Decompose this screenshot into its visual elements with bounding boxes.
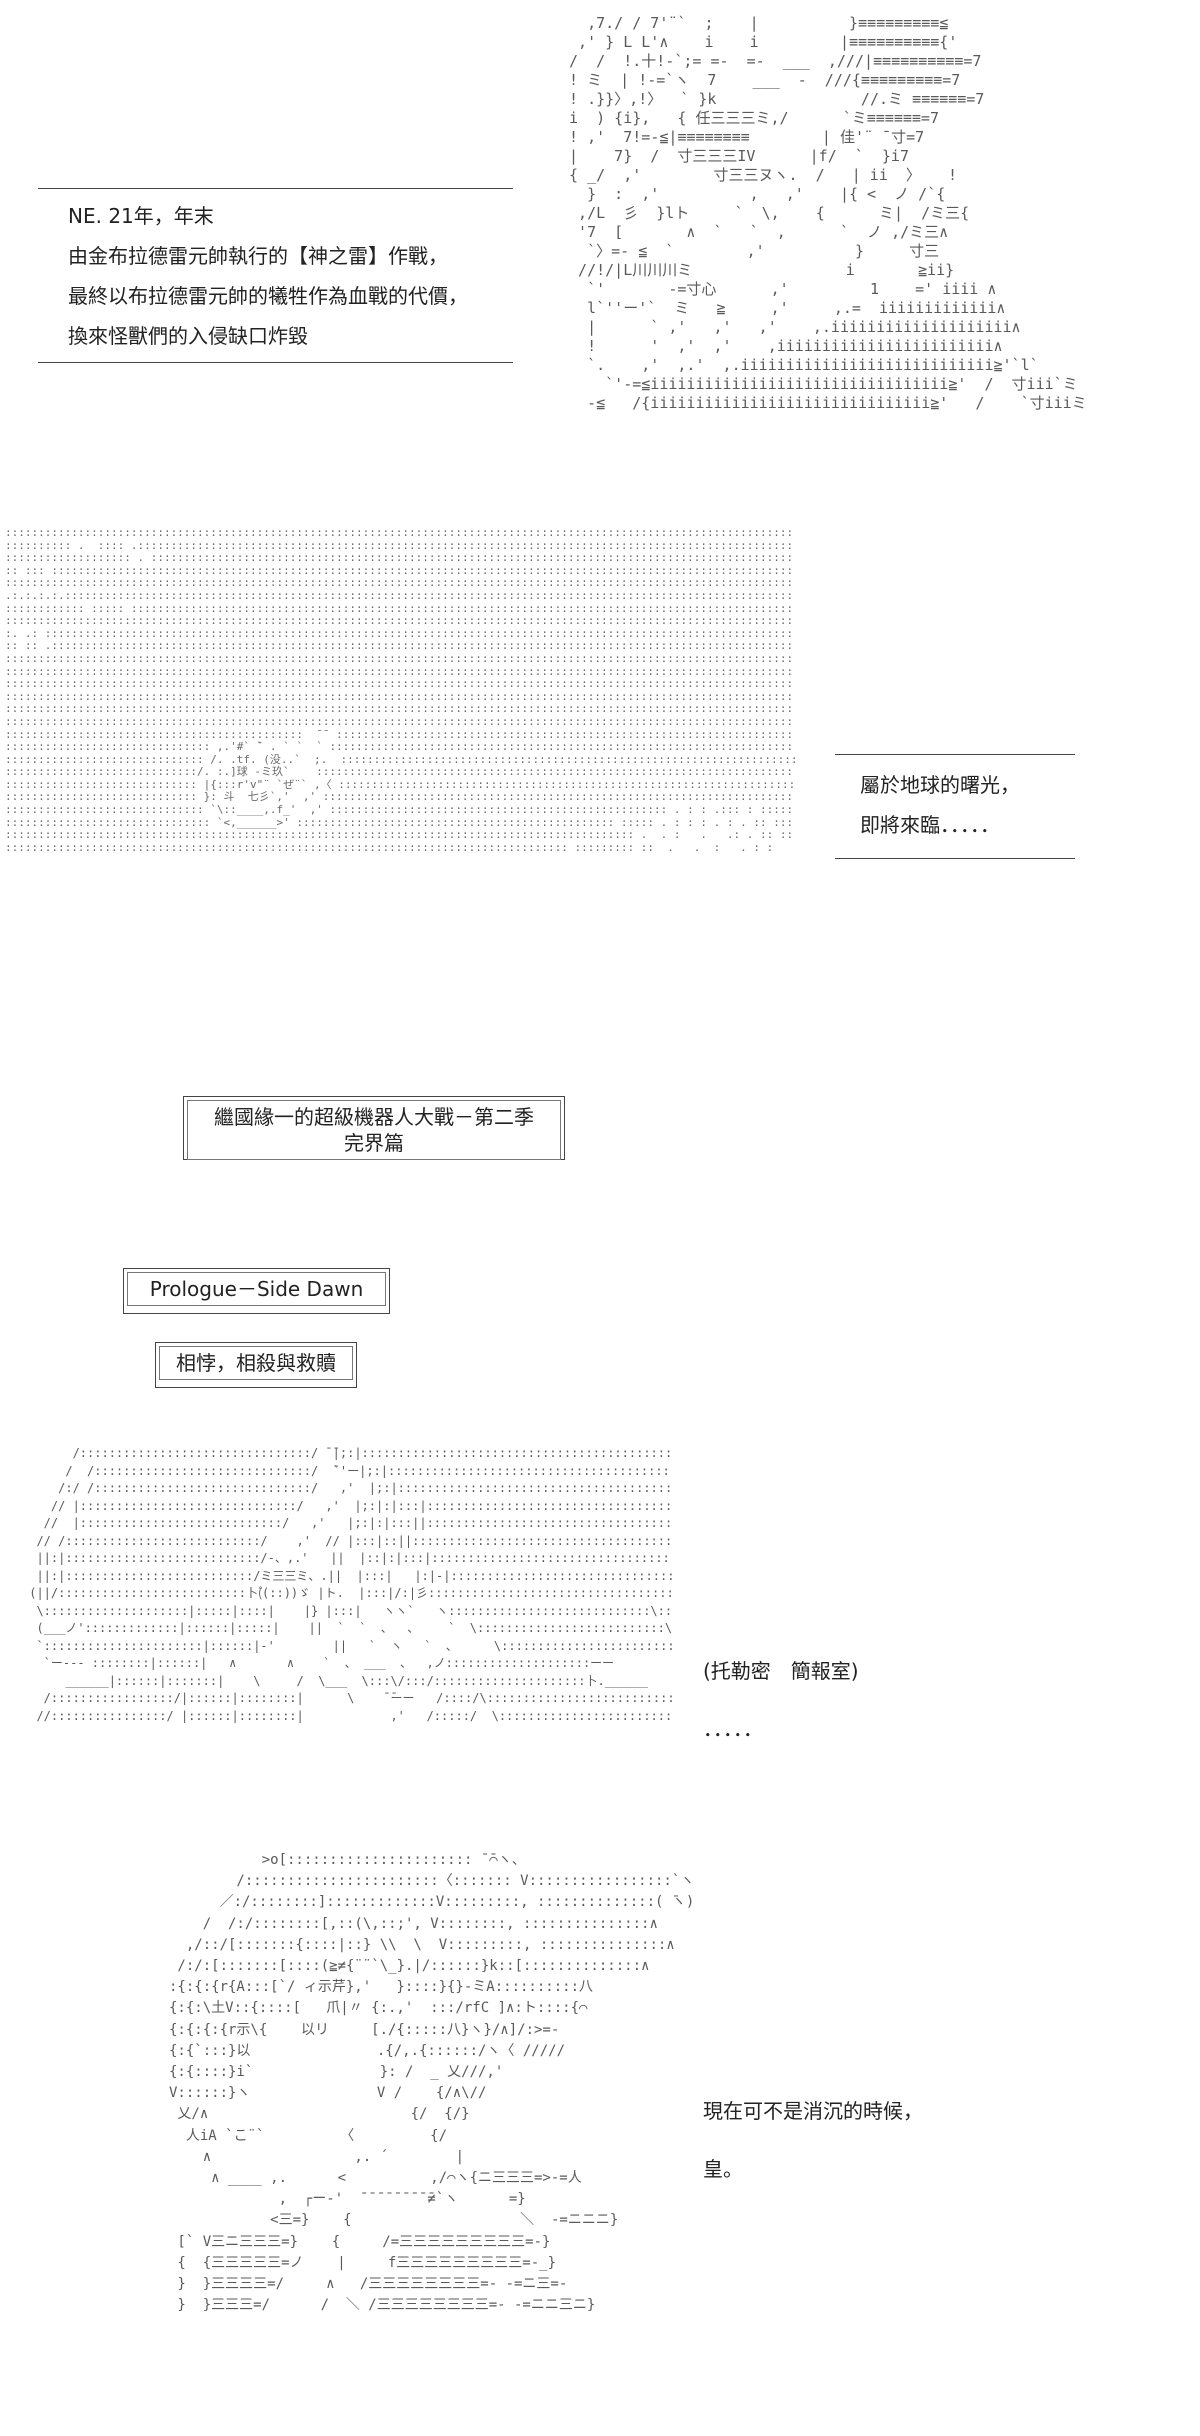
chapter-title-box: Prologue－Side Dawn bbox=[123, 1268, 390, 1314]
earth-caption-bottom-rule bbox=[835, 858, 1075, 859]
intro-caption-bottom-rule bbox=[38, 362, 513, 363]
series-title: 繼國緣一的超級機器人大戰－第二季 bbox=[214, 1105, 534, 1129]
earth-caption-line: 即將來臨．．．．． bbox=[860, 813, 1000, 837]
earth-caption: 屬於地球的曙光， 即將來臨．．．．． bbox=[860, 765, 1090, 845]
character-ascii-art: >o[:::::::::::::::::::::: ̄ ̄⌒ヽ、 /::::::… bbox=[169, 1852, 695, 2314]
earth-caption-top-rule bbox=[835, 754, 1075, 755]
intro-caption-top-rule bbox=[38, 188, 513, 189]
location-caption: (托勒密 簡報室) ．．．．． bbox=[703, 1642, 1003, 1758]
intro-caption-line: 由金布拉德雷元帥執行的【神之雷】作戰， bbox=[68, 244, 448, 268]
intro-caption: NE. 21年，年末 由金布拉德雷元帥執行的【神之雷】作戰， 最終以布拉德雷元帥… bbox=[68, 196, 538, 356]
dialogue-caption-line: 現在可不是消沉的時候， bbox=[703, 2099, 923, 2123]
episode-subtitle-box: 相悖，相殺與救贖 bbox=[155, 1342, 357, 1388]
intro-caption-line: 最終以布拉德雷元帥的犧牲作為血戰的代價， bbox=[68, 284, 468, 308]
episode-subtitle: 相悖，相殺與救贖 bbox=[176, 1351, 336, 1375]
earth-space-ascii-art: ::::::::::::::::::::::::::::::::::::::::… bbox=[5, 527, 795, 854]
intro-caption-line: NE. 21年，年末 bbox=[68, 204, 214, 228]
intro-caption-line: 換來怪獸們的入侵缺口炸毀 bbox=[68, 324, 308, 348]
dialogue-caption: 現在可不是消沉的時候， 皇。 bbox=[703, 2082, 1023, 2198]
dialogue-caption-line: 皇。 bbox=[703, 2157, 743, 2181]
location-caption-line: (托勒密 簡報室) bbox=[703, 1659, 859, 1683]
earth-caption-line: 屬於地球的曙光， bbox=[860, 773, 1020, 797]
series-subtitle: 完界篇 bbox=[344, 1131, 404, 1155]
series-title-box: 繼國緣一的超級機器人大戰－第二季 完界篇 bbox=[183, 1096, 565, 1160]
mech-ascii-art: ,7./ / 7'¨` ; | }≡≡≡≡≡≡≡≡≡≦ ,' } L L'∧ i… bbox=[569, 14, 1087, 412]
chapter-title: Prologue－Side Dawn bbox=[149, 1277, 364, 1301]
location-caption-line: ．．．．． bbox=[703, 1717, 763, 1741]
briefing-room-ascii-art: /::::::::::::::::::::::::::::::::/ ̄ ̄|;… bbox=[29, 1446, 672, 1723]
